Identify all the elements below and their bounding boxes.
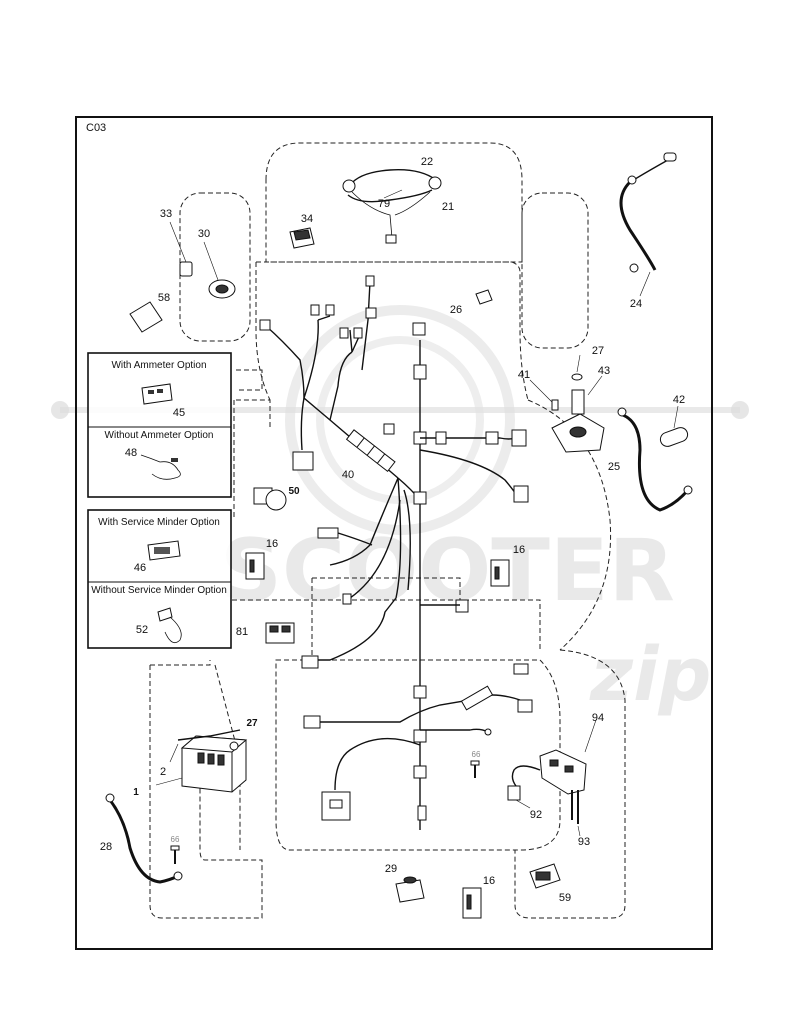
bolt-66-center [470,760,480,778]
callout-16-right: 16 [513,544,525,556]
switch-34-icon [289,227,315,249]
watermark-sub: zip [589,632,711,718]
part-52-label: 52 [136,624,148,636]
part-45-label: 45 [173,407,185,419]
callout-1: 1 [133,787,139,798]
with-ammeter-title: With Ammeter Option [111,360,206,371]
callout-24: 24 [630,298,642,310]
callout-81: 81 [236,626,248,638]
callout-92: 92 [530,809,542,821]
callout-59: 59 [559,892,571,904]
pto-switch-29 [395,876,425,903]
part-50-icon [253,487,287,511]
part-48-label: 48 [125,447,137,459]
callout-28: 28 [100,841,112,853]
callout-29: 29 [385,863,397,875]
relay-16-left [245,552,265,580]
without-ammeter-title: Without Ammeter Option [105,430,214,441]
relay-81-icon [265,622,295,644]
callout-40: 40 [342,469,354,481]
with-service-minder-title: With Service Minder Option [98,517,220,528]
callout-21: 21 [442,201,454,213]
callout-33: 33 [160,208,172,220]
callout-42: 42 [673,394,685,406]
diagram-code: C03 [86,122,106,134]
main-wire-harness [259,275,529,830]
tractor-outline [149,142,626,919]
callout-27-top: 27 [592,345,604,357]
callout-94: 94 [592,712,604,724]
callout-58: 58 [158,292,170,304]
lower-harness [303,663,533,821]
service-minder-option-box: With Service Minder Option 46 Without Se… [87,509,232,649]
callout-27-bottom: 27 [246,718,258,729]
callout-93: 93 [578,836,590,848]
relay-16-bottom [462,887,482,919]
part-46-label: 46 [134,562,146,574]
ammeter-part-icon [141,383,173,405]
service-minder-part-icon [147,540,181,561]
callout-34: 34 [301,213,313,225]
callout-50: 50 [288,486,300,497]
starter-solenoid [529,354,605,453]
callout-22: 22 [421,156,433,168]
callout-30: 30 [198,228,210,240]
without-service-minder-title: Without Service Minder Option [91,585,227,596]
fuse-26-icon [475,289,493,305]
bolt-66-lower [170,845,180,864]
callout-16-bottom: 16 [483,875,495,887]
jumper-wire-48 [140,454,181,480]
callout-79: 79 [378,198,390,210]
ammeter-option-box: With Ammeter Option 45 Without Ammeter O… [87,352,232,498]
diagram-frame [75,116,713,950]
callout-66-lower: 66 [171,835,180,844]
cable-24 [619,152,677,297]
callout-66-center: 66 [472,750,481,759]
callout-41: 41 [518,369,530,381]
relay-16-right [490,559,510,587]
module-59 [529,863,561,889]
callout-2: 2 [160,766,166,778]
callout-26: 26 [450,304,462,316]
cable-25 [617,405,693,512]
callout-43: 43 [598,365,610,377]
headlight-harness [342,169,442,244]
callout-16-left: 16 [266,538,278,550]
ignition-parts [129,221,236,333]
switch-assembly-94 [507,719,597,837]
battery-icon [155,729,248,793]
cable-28 [105,793,183,884]
callout-25: 25 [608,461,620,473]
